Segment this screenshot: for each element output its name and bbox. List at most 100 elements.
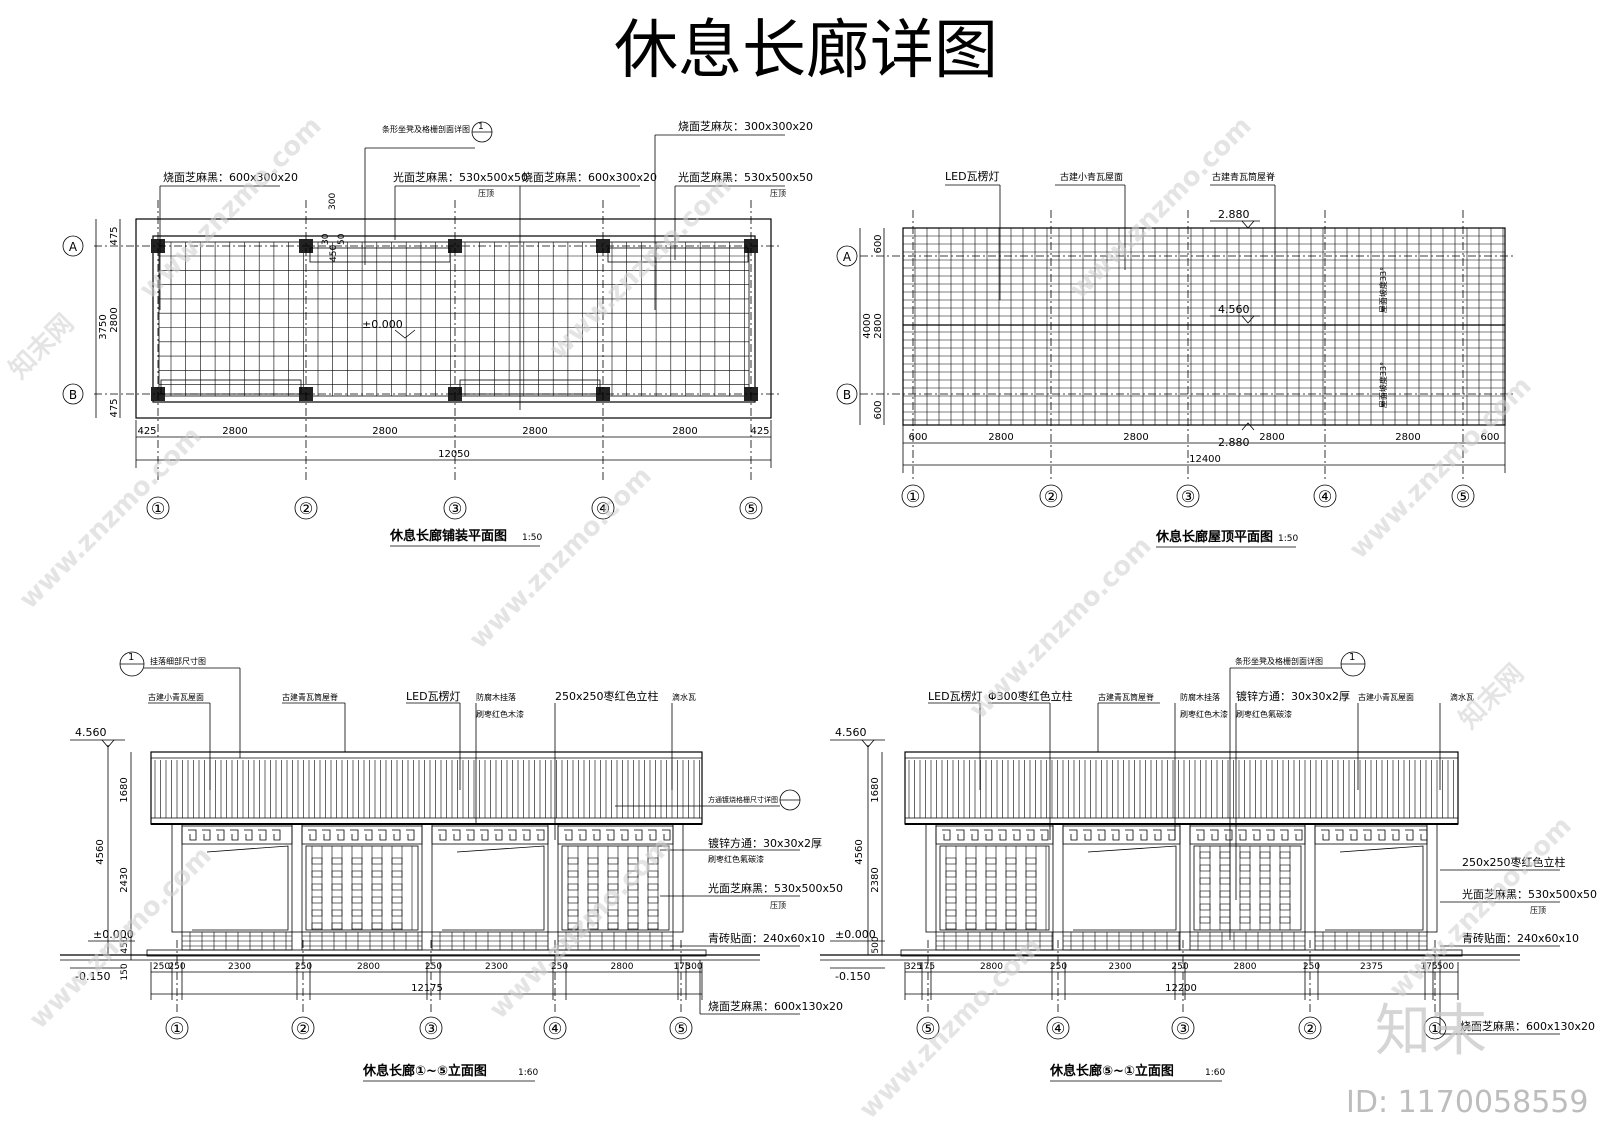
e2-label: 光面芝麻黑：530x500x50 (1462, 887, 1597, 901)
dimension: 2375 (1360, 962, 1383, 972)
axis-label: ④ (548, 1019, 562, 1038)
plan-dim: 2800 (372, 426, 397, 437)
watermark-text: www.znzmo.com (544, 171, 738, 365)
plan-label-2: 条形坐凳及格栅剖面详图 (382, 124, 470, 134)
e1-label: 滴水瓦 (672, 692, 696, 702)
plan-column (448, 239, 462, 253)
watermark-text: www.znzmo.com (484, 831, 678, 1025)
image-id: ID: 1170058559 (1346, 1085, 1588, 1120)
dimension: 300 (685, 962, 702, 972)
column (672, 823, 684, 933)
roof-slope-2: 屋面坡度33° (1378, 362, 1388, 408)
roof-dim: 2800 (1395, 432, 1420, 443)
plan-label-3: 光面芝麻黑：530x500x50 (393, 170, 528, 184)
e2-caption: 休息长廊⑤~①立面图 (1049, 1063, 1174, 1079)
e1-total: 12175 (411, 983, 443, 994)
dimension: 250 (425, 962, 442, 972)
plan-small-dim: 30 (321, 233, 331, 245)
axis-bubble (669, 1016, 693, 1040)
watermark-brand: 知末网 (4, 309, 80, 385)
axis-label: ③ (448, 499, 462, 518)
e2-label: 古建小青瓦屋面 (1358, 692, 1414, 702)
dimension: 175 (1420, 962, 1437, 972)
roof-slope-1: 屋面坡度33° (1378, 267, 1388, 313)
dimension: 2800 (611, 962, 634, 972)
roof-label-1: LED瓦楞灯 (945, 169, 1000, 183)
column (1179, 823, 1191, 933)
fretwork (557, 825, 674, 845)
column (171, 823, 183, 933)
e1-label: 刷枣红色氟碳漆 (708, 854, 764, 864)
dimension: 2300 (228, 962, 251, 972)
e1-level-0: ±0.000 (93, 928, 134, 941)
roof-dim: 600 (908, 432, 927, 443)
axis-label: ① (1428, 1019, 1442, 1038)
e2-label: 青砖贴面：240x60x10 (1462, 931, 1579, 945)
axis-label: ③ (1181, 487, 1195, 506)
e2-label: 条形坐凳及格栅剖面详图 (1235, 656, 1323, 666)
fretwork (1189, 825, 1306, 845)
axis-label: ③ (424, 1019, 438, 1038)
e1-label: 烧面芝麻黑：600x130x20 (708, 999, 843, 1013)
e1-dim-left: 450 (120, 936, 130, 953)
fretwork (431, 825, 549, 845)
e2-detail-ref: 1 (1349, 652, 1355, 663)
e2-label: 刷枣红色氟碳漆 (1236, 709, 1292, 719)
axis-label: ② (1044, 487, 1058, 506)
plan-small-dim: 300 (328, 193, 338, 210)
axis-label: ③ (1176, 1019, 1190, 1038)
roof-dim: 2800 (1259, 432, 1284, 443)
sheet-title: 休息长廊详图 (614, 14, 998, 88)
roof-dim: 600 (1480, 432, 1499, 443)
axis-bubble (1039, 484, 1063, 508)
dimension: 250 (153, 962, 170, 972)
dimension: 2800 (357, 962, 380, 972)
e2-level-neg: -0.150 (835, 970, 870, 983)
roof-caption: 休息长廊屋顶平面图 (1155, 529, 1273, 545)
e1-label: 青砖贴面：240x60x10 (708, 931, 825, 945)
fretwork (301, 825, 423, 845)
e2-label: 滴水瓦 (1450, 692, 1474, 702)
column (1052, 823, 1064, 933)
elevation-1-5: 4.560 ±0.000 -0.150 4560 1680 2430 450 1… (60, 651, 843, 1082)
plan-dim-left: 475 (109, 398, 120, 417)
e1-label: 压顶 (770, 901, 786, 910)
plan-label-1: 烧面芝麻黑：600x300x20 (163, 170, 298, 184)
axis-bubble (901, 484, 925, 508)
roof-dim-left: 2800 (873, 313, 884, 338)
plan-label-6: 烧面芝麻灰：300x300x20 (678, 119, 813, 133)
axis-label: ④ (596, 499, 610, 518)
column (925, 823, 937, 933)
axis-label: ② (1303, 1019, 1317, 1038)
plan-dim: 2800 (522, 426, 547, 437)
e2-label: 防腐木挂落 (1180, 692, 1220, 702)
lattice-screen (1193, 845, 1302, 931)
e1-label: 方通镀烧格栅尺寸详图 (708, 795, 778, 804)
plan-dim: 425 (137, 426, 156, 437)
e1-total-left: 4560 (95, 839, 106, 864)
plan-dim-left: 2800 (109, 307, 120, 332)
elevation-5-1: 4.560 ±0.000 -0.150 4560 1680 2380 500 条… (820, 651, 1597, 1082)
e1-caption: 休息长廊①~⑤立面图 (362, 1063, 487, 1079)
plan-caption: 休息长廊铺装平面图 (389, 528, 507, 544)
dimension: 175 (673, 962, 690, 972)
axis-label: ⑤ (1456, 487, 1470, 506)
watermark-text: www.znzmo.com (134, 111, 328, 305)
axis-label: ④ (1051, 1019, 1065, 1038)
plan-label-4: 压顶 (478, 189, 494, 198)
e1-label: 刷枣红色木漆 (476, 709, 524, 719)
plan-total: 12050 (438, 449, 470, 460)
axis-bubble (419, 1016, 443, 1040)
column (421, 823, 433, 933)
plan-label-5: 烧面芝麻黑：600x300x20 (522, 170, 657, 184)
plan-row-a: A (69, 240, 78, 254)
e1-detail-ref: 1 (128, 652, 134, 663)
e1-dim-left: 150 (120, 963, 130, 980)
e2-label: Φ300枣红色立柱 (988, 689, 1073, 703)
axis-bubble (591, 496, 615, 520)
e2-label: 刷枣红色木漆 (1180, 709, 1228, 719)
axis-label: ① (906, 487, 920, 506)
roof-label-3: 古建青瓦筒屋脊 (1212, 171, 1275, 183)
roof-plan: LED瓦楞灯 古建小青瓦屋面 古建青瓦筒屋脊 2.880 4.560 2.880… (836, 169, 1515, 548)
